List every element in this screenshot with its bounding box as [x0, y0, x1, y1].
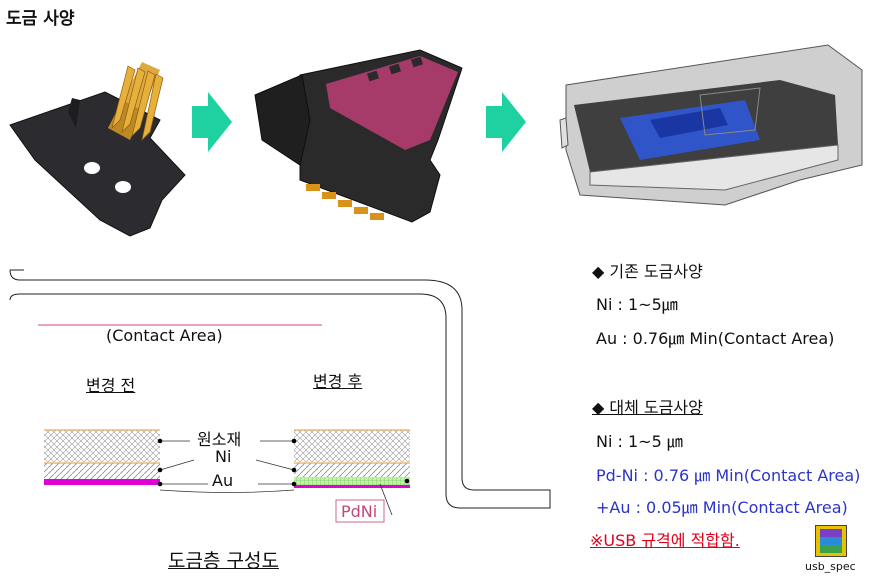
alt-spec-title: ◆ 대체 도금사양: [592, 398, 703, 417]
page-title: 도금 사양: [6, 9, 75, 29]
layer-base-label: 원소재: [197, 430, 242, 449]
existing-ni: Ni : 1~5㎛: [596, 295, 678, 314]
pdni-box: [335, 499, 385, 523]
alt-pdni: Pd-Ni : 0.76 ㎛ Min(Contact Area): [596, 466, 861, 485]
layer-stack-before: [44, 429, 160, 485]
existing-spec-title: ◆ 기존 도금사양: [592, 262, 703, 281]
arrow-right-icon: [192, 92, 232, 152]
diagram-caption: 도금층 구성도: [168, 550, 279, 572]
arrow-right-icon: [486, 92, 526, 152]
lead-frame-outline: [9, 269, 551, 509]
connector-image: [254, 49, 463, 223]
metal-part-image: [9, 62, 186, 237]
contact-area-label: (Contact Area): [106, 326, 223, 345]
layer-ni-label: Ni: [215, 447, 232, 466]
alt-ni: Ni : 1~5 ㎛: [596, 432, 683, 451]
compliance-note: ※USB 규격에 적합함.: [590, 531, 740, 550]
winrar-archive-icon[interactable]: [815, 525, 847, 557]
usb-receptacle-image: [559, 44, 863, 206]
layer-connector-lines: [159, 440, 393, 516]
pdni-label: PdNi: [341, 502, 378, 521]
desktop-icon-label[interactable]: usb_spec: [805, 560, 856, 573]
alt-au: +Au : 0.05㎛ Min(Contact Area): [596, 498, 848, 517]
layer-au-label: Au: [212, 471, 234, 490]
after-label: 변경 후: [313, 372, 363, 391]
before-label: 변경 전: [86, 376, 136, 395]
layer-stack-after: [294, 429, 410, 488]
existing-au: Au : 0.76㎛ Min(Contact Area): [596, 329, 835, 348]
